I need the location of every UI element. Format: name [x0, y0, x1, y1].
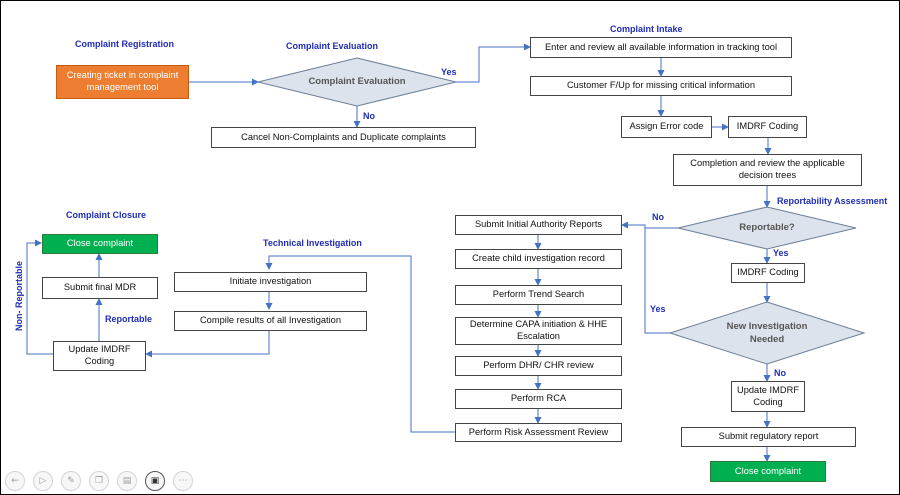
- copy-icon[interactable]: ❐: [89, 471, 109, 491]
- initiate-investigation-box: Initiate investigation: [174, 272, 367, 292]
- arrow-new-inv-yes: [644, 225, 670, 334]
- create-child-record-box: Create child investigation record: [455, 249, 622, 269]
- header-complaint-closure: Complaint Closure: [66, 210, 147, 220]
- play-icon[interactable]: ▷: [33, 471, 53, 491]
- imdrf-coding-box-2: IMDRF Coding: [731, 263, 805, 283]
- arrow-compile-to-update-left: [145, 331, 270, 358]
- close-complaint-left-box: Close complaint: [42, 234, 158, 254]
- label-no-new-investigation: No: [774, 368, 786, 378]
- label-non-reportable: Non- Reportable: [14, 261, 24, 332]
- submit-final-mdr-box: Submit final MDR: [42, 277, 158, 299]
- close-complaint-right-box: Close complaint: [710, 461, 826, 482]
- capa-box: Determine CAPA initiation & HHE Escalati…: [455, 317, 622, 345]
- imdrf-coding-box-1: IMDRF Coding: [728, 116, 807, 138]
- back-icon[interactable]: ←: [5, 471, 25, 491]
- arrow-evaluation-yes: [456, 43, 531, 83]
- assign-error-code-box: Assign Error code: [621, 116, 712, 138]
- label-no-reportable: No: [652, 212, 664, 222]
- compile-results-box: Compile results of all Investigation: [174, 311, 367, 331]
- decision-reportable: Reportable?: [739, 222, 795, 234]
- cancel-non-complaints-box: Cancel Non-Complaints and Duplicate comp…: [211, 127, 476, 148]
- header-complaint-intake: Complaint Intake: [610, 24, 683, 34]
- completion-review-box: Completion and review the applicable dec…: [673, 154, 862, 186]
- submit-initial-reports-box: Submit Initial Authority Reports: [455, 215, 622, 235]
- customer-fup-box: Customer F/Up for missing critical infor…: [530, 76, 792, 96]
- header-technical-investigation: Technical Investigation: [263, 238, 362, 248]
- header-complaint-evaluation: Complaint Evaluation: [286, 41, 379, 51]
- label-no-evaluation: No: [363, 111, 375, 121]
- subtitle-icon[interactable]: ▤: [117, 471, 137, 491]
- pen-icon[interactable]: ✎: [61, 471, 81, 491]
- label-yes-reportable: Yes: [773, 248, 789, 258]
- rca-box: Perform RCA: [455, 389, 622, 409]
- decision-new-investigation: New Investigation Needed: [726, 320, 808, 345]
- more-icon[interactable]: ⋯: [173, 471, 193, 491]
- enter-review-box: Enter and review all available informati…: [530, 37, 792, 58]
- update-imdrf-left-box: Update IMDRF Coding: [53, 341, 146, 371]
- dhr-chr-review-box: Perform DHR/ CHR review: [455, 356, 622, 376]
- camera-icon[interactable]: ▣: [145, 471, 165, 491]
- arrow-non-reportable: [26, 239, 53, 355]
- label-yes-evaluation: Yes: [441, 67, 457, 77]
- submit-regulatory-box: Submit regulatory report: [681, 427, 856, 447]
- risk-assessment-box: Perform Risk Assessment Review: [455, 423, 622, 442]
- presentation-toolbar: ← ▷ ✎ ❐ ▤ ▣ ⋯: [5, 471, 193, 491]
- update-imdrf-right-box: Update IMDRF Coding: [731, 381, 805, 412]
- arrow-reportable-no: [621, 221, 678, 229]
- header-complaint-registration: Complaint Registration: [75, 39, 175, 49]
- header-reportability-assessment: Reportability Assessment: [777, 196, 888, 206]
- arrow-risk-to-technical: [265, 255, 455, 433]
- label-yes-new-investigation: Yes: [650, 304, 666, 314]
- creating-ticket-box: Creating ticket in complaint management …: [56, 65, 189, 99]
- trend-search-box: Perform Trend Search: [455, 285, 622, 305]
- label-reportable-closure: Reportable: [105, 314, 153, 324]
- decision-complaint-evaluation: Complaint Evaluation: [308, 76, 406, 88]
